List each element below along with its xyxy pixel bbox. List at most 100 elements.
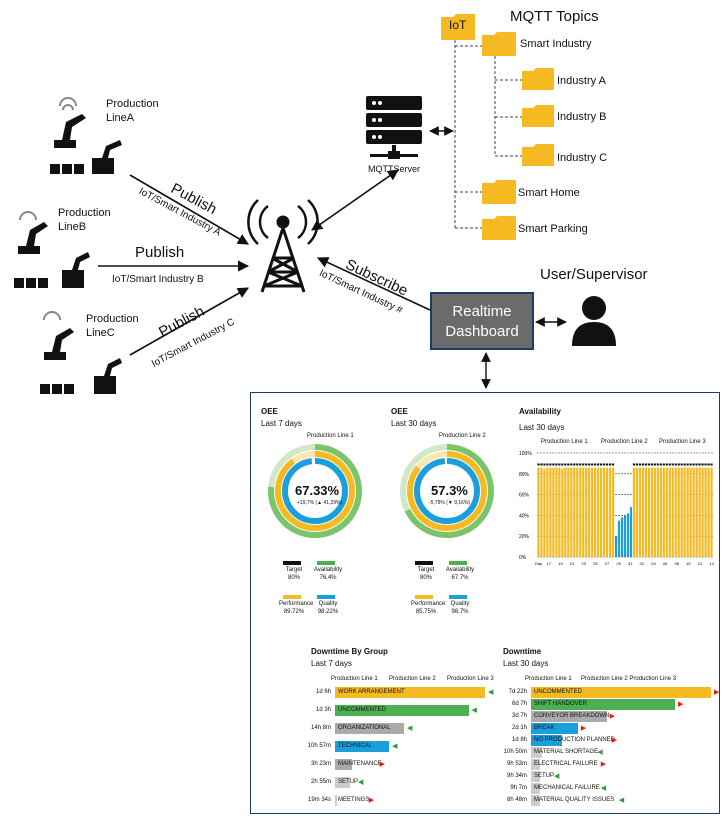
realtime-dashboard-node: Realtime Dashboard (430, 292, 534, 350)
downtime-group-trend-icon: ▶ (368, 797, 375, 804)
dashboard-label-line2: Dashboard (445, 323, 519, 340)
availability-bar (555, 467, 558, 557)
availability-line-1: Production Line 1 (541, 439, 588, 445)
user-label: User/Supervisor (540, 266, 648, 283)
downtime-group-category: MAINTENANCE (338, 761, 382, 767)
topic-tree-lines (454, 35, 522, 229)
downtime-category: CONVEYOR BREAKDOWN (534, 713, 610, 719)
availability-target-marker (671, 463, 674, 466)
oee7-subtitle: Last 7 days (261, 419, 302, 428)
oee30-legend-value: 67.7% (451, 575, 469, 581)
availability-bar (677, 467, 680, 557)
availability-target-marker (573, 463, 576, 466)
folder-icon-iot (441, 14, 475, 40)
availability-target-marker (576, 463, 579, 466)
downtime-group-trend-icon: ◀ (488, 689, 494, 696)
oee30-line: Production Line 2 (439, 433, 486, 439)
downtime-group-duration: 19m 34s (307, 797, 331, 803)
downtime-trend-icon: ▶ (580, 725, 587, 732)
availability-target-marker (692, 463, 695, 466)
availability-bar (537, 467, 540, 557)
downtime-category: UNCOMMENTED (534, 689, 582, 695)
oee30-legend-swatch (449, 595, 467, 599)
availability-subtitle: Last 30 days (519, 423, 565, 432)
availability-bar (701, 467, 704, 557)
availability-y-tick: 40% (519, 513, 530, 519)
availability-bar (591, 467, 594, 557)
downtime-trend-icon: ▶ (714, 689, 720, 696)
availability-target-marker (680, 463, 683, 466)
downtime-line-1: Production Line 1 (525, 676, 572, 682)
subscribe-arrow (316, 257, 431, 311)
availability-x-tick: 19 (558, 561, 563, 566)
availability-bar (582, 467, 585, 557)
availability-target-marker (585, 463, 588, 466)
dashboard-panel: OEE Last 7 days Production Line 1 67.33%… (250, 392, 720, 814)
downtime-group-duration: 1d 6h (315, 689, 331, 695)
availability-bar (665, 467, 668, 557)
downtime-bar (531, 747, 542, 758)
downtime-group-bar (335, 777, 350, 788)
folder-icon-smart-home (482, 180, 516, 204)
availability-target-marker (555, 463, 558, 466)
line-a-label: Production LineA (106, 98, 159, 124)
downtime-group-category: TECHNICAL (338, 743, 373, 749)
availability-bar (674, 467, 677, 557)
availability-target-marker (704, 463, 707, 466)
availability-bar (659, 467, 662, 557)
oee7-delta: +19,7% (▲ 41,29%) (297, 500, 343, 506)
availability-line-2: Production Line 2 (601, 439, 648, 445)
availability-bar (540, 467, 543, 557)
downtime-group-duration: 14h 8m (310, 725, 331, 731)
availability-target-marker (561, 463, 564, 466)
availability-target-marker (597, 463, 600, 466)
downtime-group-category: UNCOMMENTED (338, 707, 386, 713)
availability-target-marker (540, 463, 543, 466)
availability-x-tick: 17 (547, 561, 552, 566)
availability-bar (603, 467, 606, 557)
availability-x-tick: 08 (675, 561, 680, 566)
oee30-title: OEE (391, 407, 408, 416)
downtime-group-bar (335, 741, 389, 752)
topic-industry-c: Industry C (557, 152, 608, 164)
availability-bar (695, 467, 698, 557)
availability-bar (656, 467, 659, 557)
availability-x-tick: 04 (651, 561, 656, 566)
downtime-group-duration: 1d 3h (315, 707, 331, 713)
availability-target-marker (588, 463, 591, 466)
availability-bar (608, 467, 612, 557)
oee30-legend-name: Performance (411, 601, 446, 607)
oee30-legend-value: 85,75% (415, 609, 437, 615)
downtime-trend-icon: ◀ (554, 773, 560, 780)
downtime-category: ELECTRICAL FAILURE (534, 761, 598, 767)
availability-bar (594, 467, 597, 557)
availability-target-marker (662, 463, 665, 466)
availability-x-tick: 10 (686, 561, 691, 566)
downtime-duration: 10h 50m (503, 749, 527, 755)
topic-smart-home: Smart Home (518, 187, 580, 199)
downtime-bar (531, 759, 540, 770)
antenna-tower-icon (247, 199, 319, 293)
downtime-trend-icon: ▶ (609, 713, 615, 720)
availability-bar (570, 467, 573, 557)
downtime-bar (531, 795, 540, 806)
downtime-duration: 9h 7m (510, 785, 527, 791)
folder-icon-industry-a (522, 68, 554, 90)
downtime-group-bar (335, 795, 337, 806)
downtime-group-trend-icon: ▶ (379, 761, 385, 768)
availability-target-marker (707, 463, 710, 466)
oee30-legend-value: 98,7% (451, 609, 469, 615)
availability-bar (620, 517, 624, 557)
availability-title: Availability (519, 407, 561, 416)
availability-target-marker (686, 463, 689, 466)
availability-target-marker (674, 463, 677, 466)
availability-target-marker (653, 463, 656, 466)
folder-icon-smart-parking (482, 216, 516, 240)
availability-x-tick: Day (535, 561, 542, 566)
availability-bar (606, 467, 609, 557)
downtime-group-category: MEETINGS (338, 797, 370, 803)
availability-target-marker (543, 463, 546, 466)
downtime-subtitle: Last 30 days (503, 659, 549, 668)
downtime-duration: 3d 7h (511, 713, 527, 719)
